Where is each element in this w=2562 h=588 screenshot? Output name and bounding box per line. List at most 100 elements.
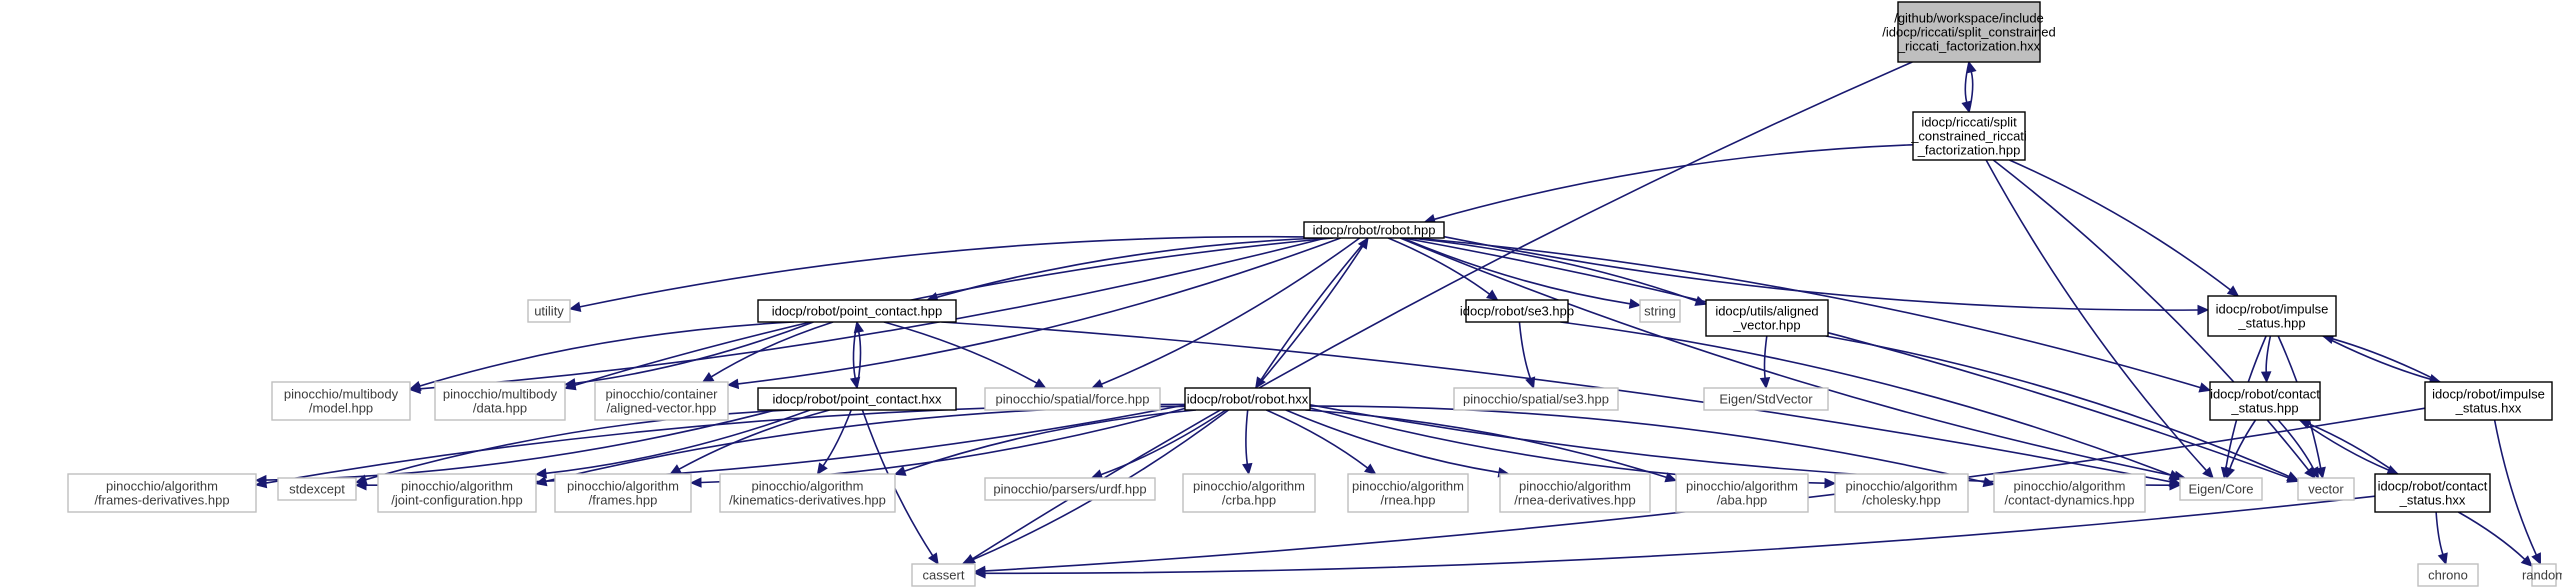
edge-arrowhead — [1664, 472, 1678, 483]
node-box — [984, 477, 1156, 501]
node-impulse-status-hpp[interactable]: idocp/robot/impulse_status.hpp — [2207, 295, 2337, 337]
node-box — [1499, 473, 1651, 513]
node-impulse-status-hxx[interactable]: idocp/robot/impulse_status.hxx — [2424, 381, 2553, 421]
node-box — [2209, 381, 2321, 421]
node-label-line: /cholesky.hpp — [1862, 493, 1941, 508]
edge-line — [1260, 237, 1369, 381]
edge-line — [1560, 321, 2171, 476]
edge-arrowhead — [1242, 462, 1253, 476]
node-label-line: idocp/robot/contact — [2210, 387, 2320, 402]
node-root[interactable]: /github/workspace/include/idocp/riccati/… — [1882, 1, 2056, 63]
node-label-line: /idocp/riccati/split_constrained — [1882, 25, 2055, 40]
dependency-edge-robot_hpp-to-vector — [1403, 237, 2300, 483]
node-box — [911, 563, 976, 587]
node-contact-dynamics: pinocchio/algorithm/contact-dynamics.hpp — [1993, 473, 2146, 513]
dependency-edge-scrf_hpp-to-root — [1966, 60, 1977, 113]
edge-arrowhead — [689, 477, 702, 488]
node-string: string — [1639, 299, 1681, 323]
edge-arrowhead — [2197, 304, 2210, 316]
edge-arrowhead — [2520, 555, 2533, 568]
edge-line — [856, 331, 862, 389]
node-box — [2374, 473, 2491, 513]
node-box — [1184, 387, 1311, 411]
dependency-edge-scrf_hpp-to-robot_hpp — [1423, 144, 1914, 225]
node-rnea-derivatives: pinocchio/algorithm/rnea-derivatives.hpp — [1499, 473, 1651, 513]
node-label-line: pinocchio/algorithm — [751, 479, 863, 494]
edge-line — [1100, 409, 1227, 476]
node-contact-status-hxx[interactable]: idocp/robot/contact_status.hxx — [2374, 473, 2491, 513]
dependency-edge-point_contact_hpp-to-aligned_vector_ext — [701, 321, 834, 383]
node-box — [1703, 387, 1829, 411]
node-box — [527, 299, 571, 323]
node-robot-hpp[interactable]: idocp/robot/robot.hpp — [1303, 221, 1445, 239]
node-box — [719, 473, 896, 513]
edge-line — [2435, 511, 2444, 555]
edge-arrowhead — [853, 320, 865, 334]
node-cholesky: pinocchio/algorithm/cholesky.hpp — [1834, 473, 1969, 513]
node-box — [1993, 473, 2146, 513]
node-chrono: chrono — [2417, 563, 2479, 587]
node-label-line: pinocchio/algorithm — [1686, 479, 1798, 494]
node-label-line: pinocchio/spatial/se3.hpp — [1463, 392, 1609, 407]
edge-arrowhead — [1486, 289, 1499, 301]
dependency-edge-contact_status_hxx-to-random — [2457, 511, 2533, 568]
dependency-edge-impulse_status_hxx-to-impulse_status_hpp — [2321, 333, 2441, 383]
edge-arrowhead — [2286, 471, 2300, 482]
edge-line — [1387, 237, 1490, 295]
node-box — [1897, 1, 2041, 63]
dependency-edge-robot_hpp-to-impulse_status_hpp — [1443, 235, 2210, 316]
edge-arrowhead — [568, 301, 582, 312]
node-box — [1453, 387, 1619, 411]
node-vector: vector — [2297, 477, 2355, 501]
node-scrf-hpp[interactable]: idocp/riccati/split_constrained_riccati_… — [1910, 111, 2027, 161]
node-label-line: _riccati_factorization.hxx — [1897, 39, 2041, 54]
dependency-edge-robot_hpp-to-utility — [568, 235, 1305, 312]
edge-line — [984, 495, 2376, 575]
node-contact-status-hpp[interactable]: idocp/robot/contact_status.hpp — [2209, 381, 2321, 421]
node-label-line: /model.hpp — [309, 401, 373, 416]
node-label-line: cassert — [923, 568, 965, 583]
edge-arrowhead — [973, 568, 986, 579]
edge-arrowhead — [1033, 378, 1047, 389]
edge-line — [2265, 335, 2272, 373]
edge-line — [419, 237, 1326, 390]
node-label-line: pinocchio/multibody — [284, 387, 399, 402]
node-aba: pinocchio/algorithm/aba.hpp — [1675, 473, 1809, 513]
edge-line — [1518, 321, 1532, 379]
edge-arrowhead — [1628, 298, 1642, 309]
node-box — [1639, 299, 1681, 323]
dependency-edge-point_contact_hxx-to-joint_configuration — [534, 409, 811, 479]
edge-line — [1985, 159, 2207, 472]
dependency-edge-robot_hxx-to-kinematics_derivatives — [893, 409, 1197, 476]
node-cassert: cassert — [911, 563, 976, 587]
node-box — [434, 381, 566, 421]
node-robot-hxx[interactable]: idocp/robot/robot.hxx — [1184, 387, 1311, 411]
node-utility: utility — [527, 299, 571, 323]
edge-arrowhead — [1357, 236, 1369, 250]
edge-arrowhead — [1525, 376, 1536, 390]
node-se3-hpp[interactable]: idocp/robot/se3.hpp — [1460, 299, 1574, 323]
dependency-edge-point_contact_hxx-to-kinematics_derivatives — [816, 409, 852, 476]
edge-line — [545, 409, 811, 475]
edge-line — [2308, 423, 2399, 475]
edge-arrowhead — [701, 371, 715, 383]
node-point-contact-hxx[interactable]: idocp/robot/point_contact.hxx — [757, 387, 957, 411]
node-box — [2297, 477, 2355, 501]
edge-arrowhead — [1364, 463, 1377, 475]
edge-arrowhead — [1824, 477, 1837, 489]
node-label-line: idocp/robot/impulse — [2432, 387, 2545, 402]
node-box — [2179, 477, 2263, 501]
node-crba: pinocchio/algorithm/crba.hpp — [1182, 473, 1316, 513]
edge-line — [1309, 404, 2171, 486]
dependency-edge-se3_hpp-to-spatial_se3 — [1518, 321, 1536, 390]
node-aligned-vector-hpp[interactable]: idocp/utils/aligned_vector.hpp — [1705, 299, 1829, 337]
edge-line — [1409, 237, 1697, 302]
dependency-edge-robot_hpp-to-se3_hpp — [1387, 237, 1499, 301]
edge-arrowhead — [2225, 466, 2235, 480]
dependency-edge-robot_hxx-to-crba — [1242, 409, 1253, 476]
edge-arrowhead — [2260, 371, 2272, 384]
node-label-line: chrono — [2428, 568, 2468, 583]
edge-line — [2457, 511, 2526, 560]
node-point-contact-hpp[interactable]: idocp/robot/point_contact.hpp — [757, 299, 957, 323]
node-label-line: idocp/robot/robot.hpp — [1313, 223, 1436, 238]
